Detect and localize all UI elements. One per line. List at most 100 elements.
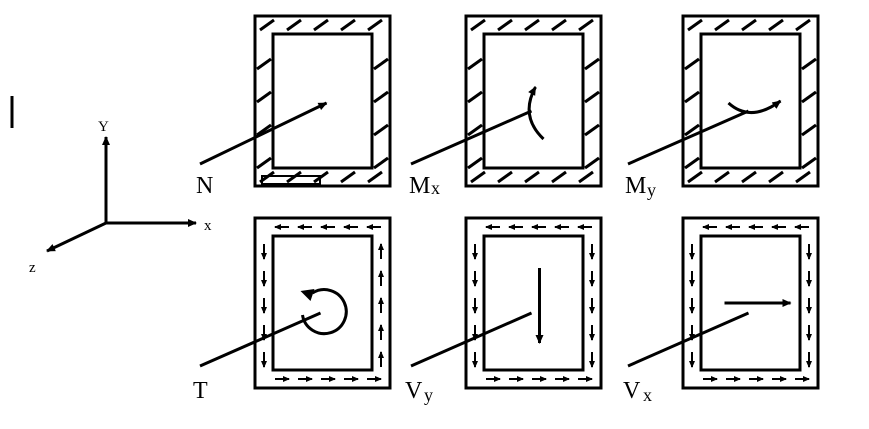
stress-tick — [256, 156, 272, 170]
stress-tick — [373, 90, 389, 104]
label-My-main: M — [625, 173, 646, 199]
stress-tick — [524, 18, 540, 32]
outer-wall — [253, 14, 392, 188]
outer-wall — [464, 14, 603, 188]
stress-tick — [497, 18, 513, 32]
label-N-main: N — [196, 173, 213, 199]
coordinate-axes: Y x z — [29, 119, 212, 276]
stress-tick — [687, 18, 703, 32]
label-Mx-sub: x — [431, 178, 440, 198]
label-Vx: V x — [623, 378, 652, 405]
stress-tick — [259, 18, 275, 32]
inner-wall — [271, 234, 374, 372]
outer-wall — [681, 14, 820, 188]
label-Vy: V y — [405, 378, 433, 405]
stress-tick — [313, 18, 329, 32]
panel-Mx — [410, 14, 603, 188]
moment-x-arrow — [527, 86, 545, 141]
outer-wall — [253, 216, 392, 390]
panel-Vx — [627, 216, 820, 390]
label-My: M y — [625, 173, 656, 200]
stress-tick — [373, 57, 389, 71]
stress-tick — [801, 90, 817, 104]
inner-wall — [699, 234, 802, 372]
stress-tick — [795, 18, 811, 32]
panel-Vy — [410, 216, 603, 390]
label-Mx: M x — [409, 173, 440, 199]
leader-line — [410, 109, 533, 166]
stress-tick — [256, 57, 272, 71]
label-Vy-main: V — [405, 378, 423, 404]
stress-tick — [684, 57, 700, 71]
stress-tick — [497, 170, 513, 184]
inner-wall — [271, 32, 374, 170]
stress-tick — [684, 90, 700, 104]
stress-tick — [467, 123, 483, 137]
stress-tick — [470, 170, 486, 184]
stress-tick — [524, 170, 540, 184]
stress-tick — [741, 18, 757, 32]
stress-tick — [470, 18, 486, 32]
stress-tick — [340, 18, 356, 32]
label-T: T — [193, 378, 208, 404]
stress-tick — [373, 156, 389, 170]
panel-N — [199, 14, 392, 188]
moment-y-arrow — [727, 99, 782, 114]
stress-tick — [551, 170, 567, 184]
label-My-sub: y — [647, 180, 656, 200]
leader-line — [199, 311, 322, 368]
stress-tick — [687, 170, 703, 184]
label-Vx-sub: x — [643, 385, 652, 405]
z-axis — [46, 221, 107, 253]
stress-tick — [801, 57, 817, 71]
stress-tick — [714, 18, 730, 32]
stress-tick — [768, 18, 784, 32]
stress-tick — [584, 123, 600, 137]
inner-wall — [482, 32, 585, 170]
label-Mx-main: M — [409, 173, 430, 199]
z-axis-label: z — [29, 260, 36, 276]
stress-tick — [467, 57, 483, 71]
stress-tick — [256, 123, 272, 137]
stress-tick — [584, 57, 600, 71]
stress-tick — [551, 18, 567, 32]
stress-tick — [684, 156, 700, 170]
stress-tick — [795, 170, 811, 184]
stress-tick — [373, 123, 389, 137]
stress-tick — [584, 90, 600, 104]
leader-line — [627, 109, 750, 166]
stress-tick — [467, 156, 483, 170]
stress-tick — [286, 18, 302, 32]
leader-line — [627, 311, 750, 368]
label-Vx-main: V — [623, 378, 641, 404]
stress-tick — [801, 123, 817, 137]
stress-tick — [714, 170, 730, 184]
stress-tick — [367, 18, 383, 32]
label-N: N — [196, 173, 213, 199]
torsion-arrow — [301, 288, 348, 336]
stress-tick — [256, 90, 272, 104]
panel-My — [627, 14, 820, 188]
inner-wall — [699, 32, 802, 170]
x-axis-label: x — [204, 218, 212, 234]
leader-line — [410, 311, 533, 368]
stress-tick — [684, 123, 700, 137]
stress-tick — [467, 90, 483, 104]
stress-tick — [801, 156, 817, 170]
inner-wall — [482, 234, 585, 372]
outer-wall — [681, 216, 820, 390]
y-axis-label: Y — [98, 119, 109, 135]
stress-tick — [578, 18, 594, 32]
axial-force-arrow — [199, 101, 328, 166]
outer-wall — [464, 216, 603, 390]
panel-T — [199, 216, 392, 390]
stress-tick — [741, 170, 757, 184]
label-Vy-sub: y — [424, 385, 433, 405]
base-plate — [261, 175, 321, 185]
torsion-arrowhead — [300, 289, 315, 301]
stress-tick — [768, 170, 784, 184]
stress-tick — [340, 170, 356, 184]
stress-tick — [578, 170, 594, 184]
stress-tick — [367, 170, 383, 184]
